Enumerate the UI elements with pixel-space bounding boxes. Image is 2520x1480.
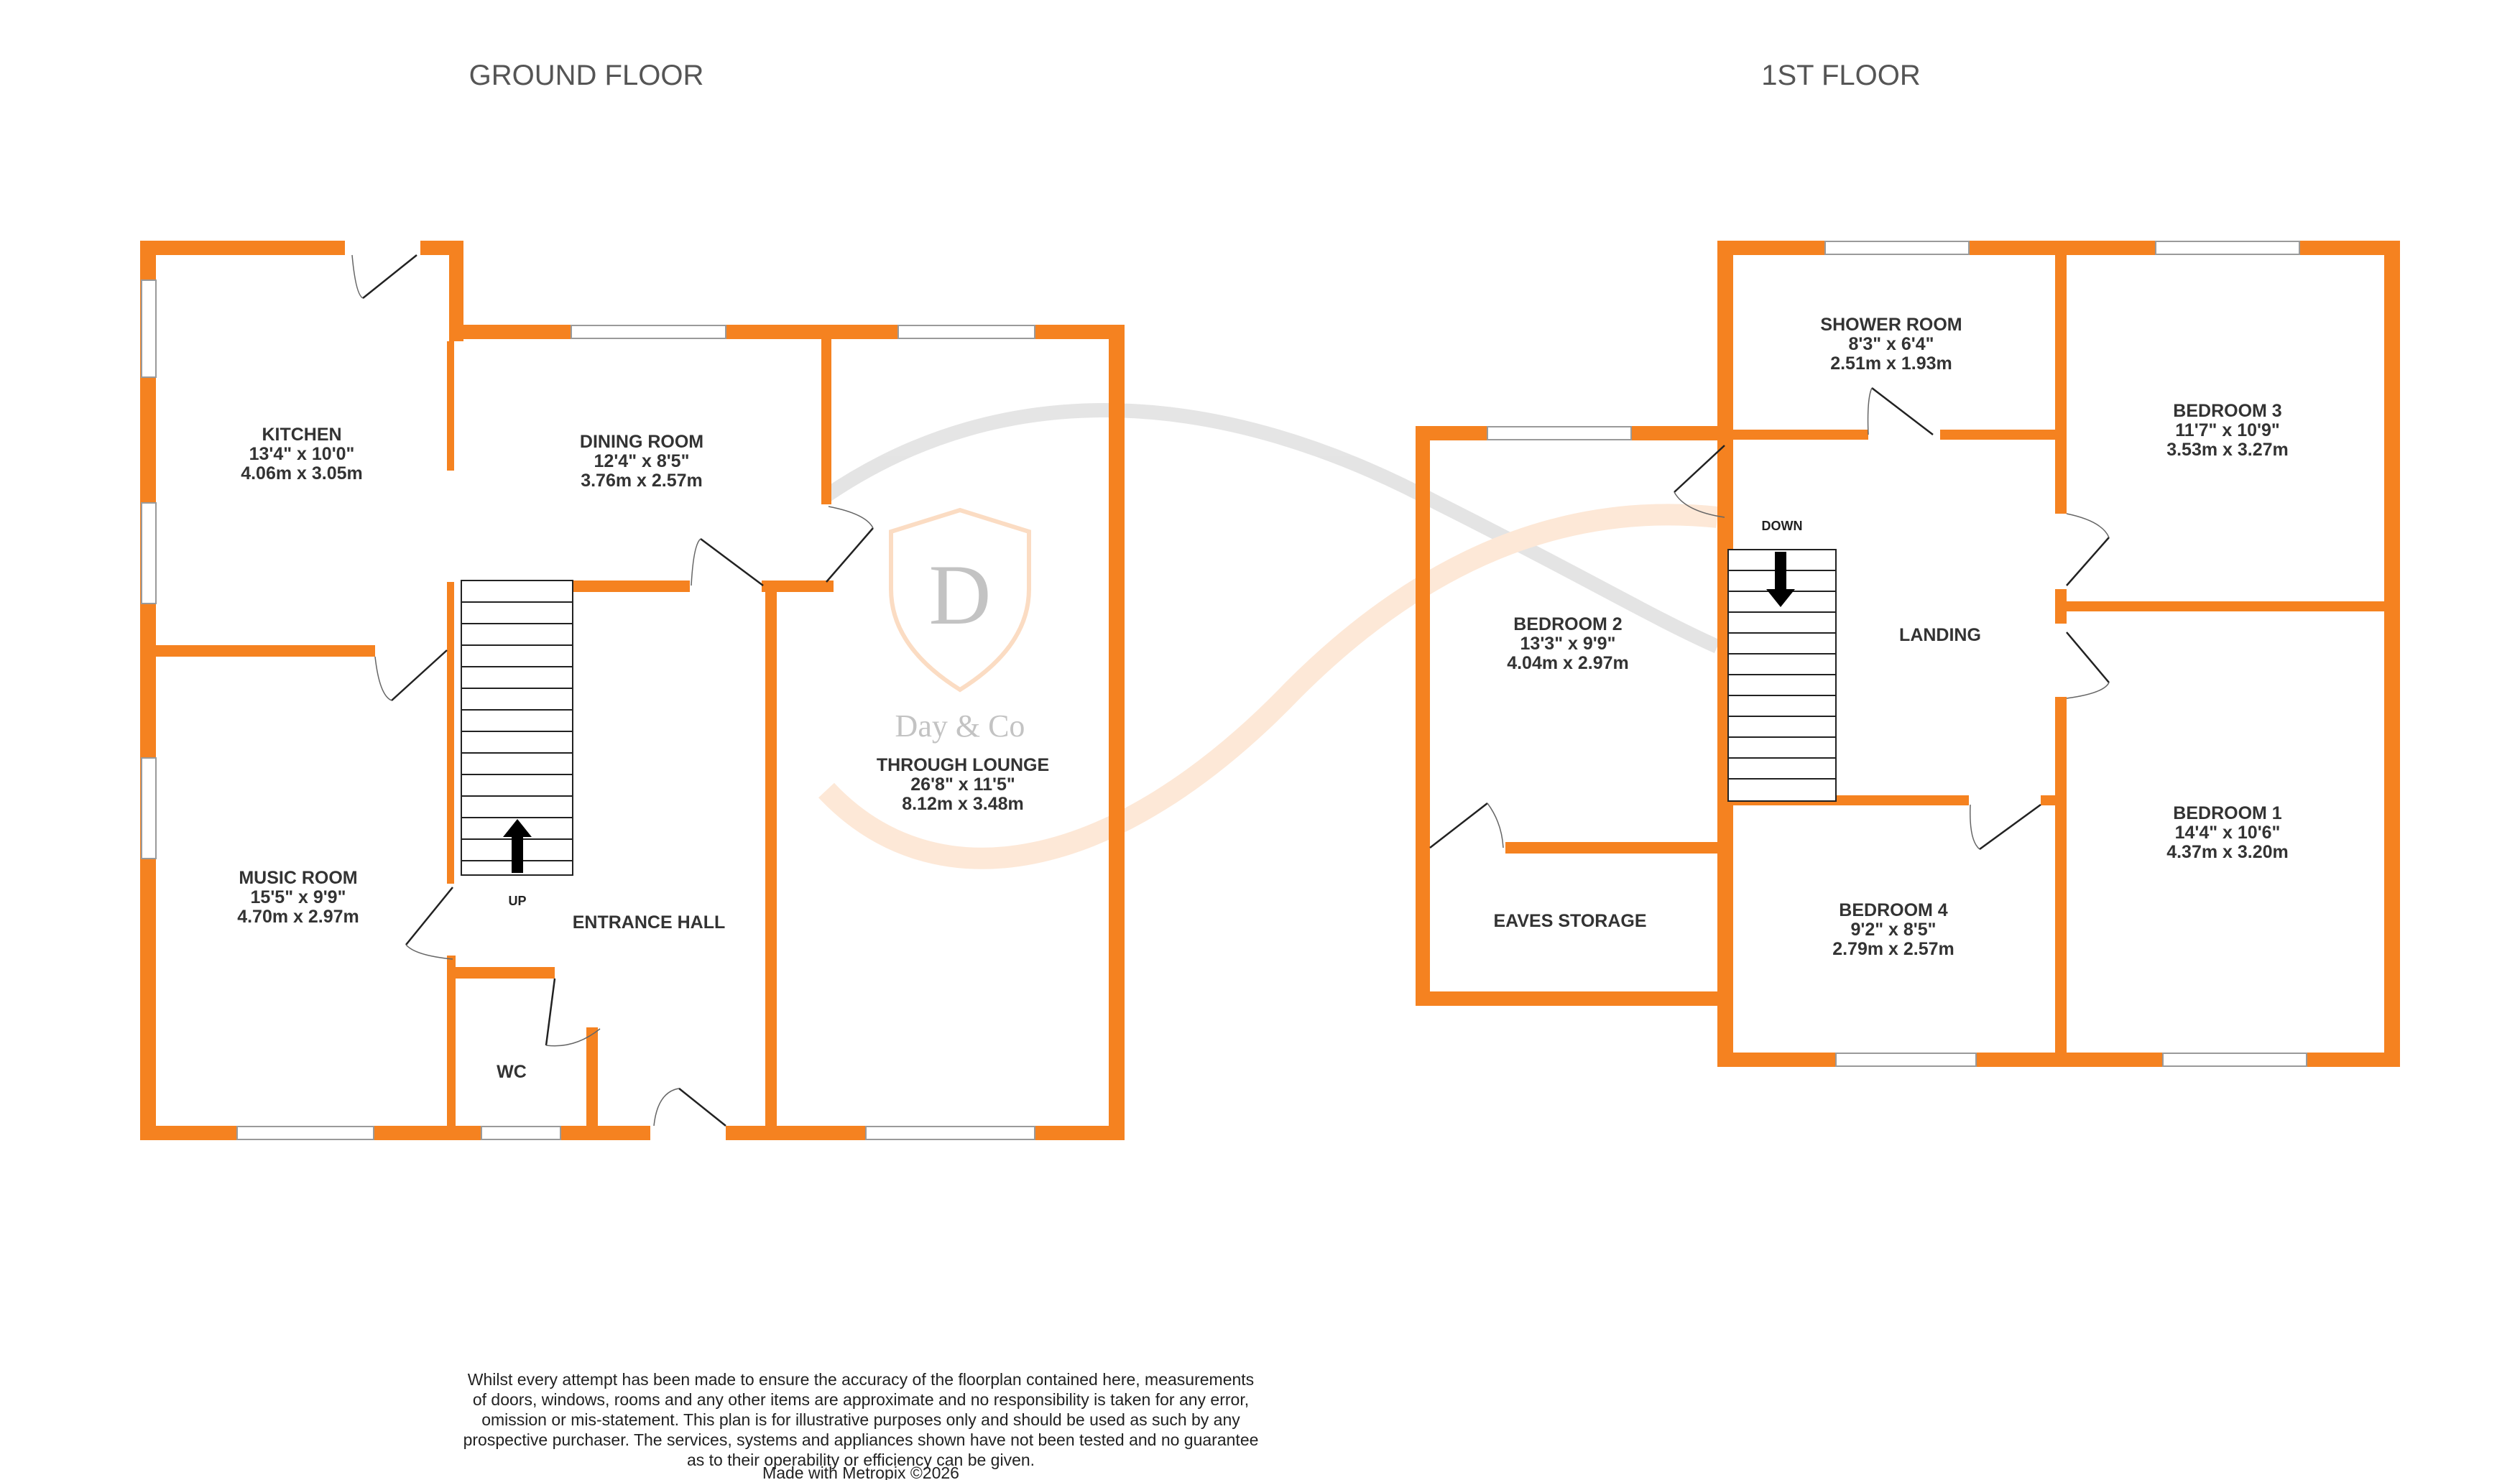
window	[1835, 1053, 1977, 1067]
room-wc-name: WC	[497, 1062, 527, 1082]
room-bedroom-1: BEDROOM 1 14'4" x 10'6" 4.37m x 3.20m	[2166, 803, 2289, 862]
room-dimensions-imperial: 14'4" x 10'6"	[2175, 823, 2281, 843]
disclaimer: Whilst every attempt has been made to en…	[463, 1370, 1259, 1480]
room-dimensions-imperial: 13'3" x 9'9"	[1520, 634, 1616, 654]
stairs-down-label: DOWN	[1762, 519, 1803, 533]
room-kitchen: KITCHEN 13'4" x 10'0" 4.06m x 3.05m	[241, 425, 363, 484]
window	[1487, 426, 1632, 440]
disclaimer-line: of doors, windows, rooms and any other i…	[473, 1390, 1249, 1409]
first-floor-doors	[1429, 387, 2110, 851]
watermark: D Day & Co	[818, 403, 1721, 869]
room-lounge: THROUGH LOUNGE 26'8" x 11'5" 8.12m x 3.4…	[877, 755, 1049, 814]
window	[2162, 1053, 2307, 1067]
room-dimensions-imperial: 13'4" x 10'0"	[249, 444, 355, 464]
room-dimensions-metric: 2.51m x 1.93m	[1830, 353, 1952, 374]
ground-floor-title: GROUND FLOOR	[469, 60, 704, 91]
first-floor-windows	[1487, 241, 2307, 1067]
ground-floor-doors	[351, 254, 874, 1127]
disclaimer-line: Whilst every attempt has been made to en…	[468, 1370, 1254, 1389]
room-name: MUSIC ROOM	[239, 868, 357, 888]
room-name: DINING ROOM	[580, 432, 703, 452]
room-name: SHOWER ROOM	[1820, 315, 1962, 335]
room-name: BEDROOM 3	[2173, 401, 2281, 421]
watermark-swoosh-grey	[822, 403, 1721, 654]
window	[141, 757, 157, 859]
window	[571, 325, 726, 339]
room-dimensions-metric: 3.53m x 3.27m	[2166, 440, 2289, 460]
room-dimensions-metric: 4.06m x 3.05m	[241, 463, 363, 484]
ground-floor-windows	[141, 279, 1035, 1140]
disclaimer-line: omission or mis-statement. This plan is …	[481, 1410, 1240, 1429]
room-dimensions-metric: 3.76m x 2.57m	[581, 471, 703, 491]
room-dimensions-metric: 4.04m x 2.97m	[1507, 653, 1629, 673]
stairs-up-arrow-icon	[503, 819, 532, 873]
room-name: BEDROOM 4	[1839, 900, 1948, 920]
stairs-down-arrow-icon	[1766, 552, 1795, 607]
stairs-up-label: UP	[508, 894, 526, 908]
disclaimer-line: as to their operability or efficiency ca…	[687, 1451, 1035, 1469]
room-dimensions-imperial: 11'7" x 10'9"	[2175, 420, 2279, 440]
first-floor-stairs	[1727, 549, 1837, 802]
room-bedroom-2: BEDROOM 2 13'3" x 9'9" 4.04m x 2.97m	[1507, 614, 1629, 673]
room-dimensions-imperial: 8'3" x 6'4"	[1848, 334, 1934, 354]
room-name: KITCHEN	[262, 425, 341, 445]
window	[236, 1126, 374, 1140]
room-eaves-name: EAVES STORAGE	[1493, 911, 1646, 931]
room-name: BEDROOM 1	[2173, 803, 2282, 823]
window	[897, 325, 1035, 339]
first-floor-title: 1ST FLOOR	[1761, 60, 1921, 91]
disclaimer-line: prospective purchaser. The services, sys…	[463, 1430, 1259, 1449]
room-dining: DINING ROOM 12'4" x 8'5" 3.76m x 2.57m	[580, 432, 703, 491]
window	[141, 502, 157, 604]
window	[481, 1126, 561, 1140]
room-landing-name: LANDING	[1899, 625, 1981, 645]
watermark-brand: Day & Co	[895, 708, 1025, 744]
watermark-swoosh-orange	[818, 504, 1719, 869]
room-name: BEDROOM 2	[1513, 614, 1622, 634]
room-dimensions-metric: 4.70m x 2.97m	[237, 907, 359, 927]
room-name: THROUGH LOUNGE	[877, 755, 1049, 775]
ground-stairs	[461, 580, 573, 876]
window	[865, 1126, 1035, 1140]
room-music: MUSIC ROOM 15'5" x 9'9" 4.70m x 2.97m	[237, 868, 359, 927]
room-dimensions-metric: 8.12m x 3.48m	[902, 794, 1024, 814]
room-dimensions-imperial: 15'5" x 9'9"	[251, 887, 346, 907]
room-dimensions-metric: 2.79m x 2.57m	[1832, 939, 1954, 959]
watermark-letter: D	[929, 547, 992, 642]
room-hall-name: ENTRANCE HALL	[573, 912, 726, 933]
window	[141, 279, 157, 378]
disclaimer-credit: Made with Metropix ©2026	[762, 1463, 959, 1480]
room-dimensions-imperial: 26'8" x 11'5"	[910, 774, 1015, 795]
room-dimensions-imperial: 9'2" x 8'5"	[1850, 920, 1936, 940]
room-shower: SHOWER ROOM 8'3" x 6'4" 2.51m x 1.93m	[1820, 315, 1962, 374]
watermark-shield-icon	[889, 507, 1031, 693]
room-bedroom-4: BEDROOM 4 9'2" x 8'5" 2.79m x 2.57m	[1832, 900, 1954, 959]
window	[1824, 241, 1970, 255]
room-dimensions-metric: 4.37m x 3.20m	[2166, 842, 2289, 862]
window	[2155, 241, 2300, 255]
room-bedroom-3: BEDROOM 3 11'7" x 10'9" 3.53m x 3.27m	[2166, 401, 2289, 460]
room-dimensions-imperial: 12'4" x 8'5"	[594, 451, 690, 471]
ground-floor-walls	[140, 241, 1125, 1140]
